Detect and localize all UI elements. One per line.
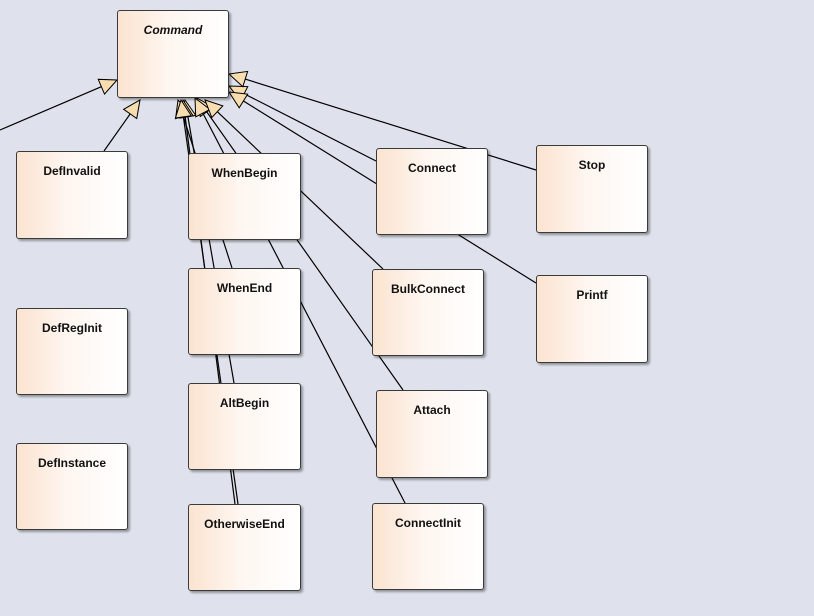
class-name: Stop xyxy=(578,158,606,172)
class-whenend[interactable]: WhenEnd xyxy=(188,268,301,355)
class-name: DefInvalid xyxy=(43,164,101,178)
class-command[interactable]: Command xyxy=(117,10,229,98)
edge-connectinit-arrowhead-icon xyxy=(194,96,211,118)
edge-offscreen-left-arrowhead-icon xyxy=(97,78,119,95)
class-bulkconnect[interactable]: BulkConnect xyxy=(372,269,484,356)
class-name: WhenBegin xyxy=(211,166,278,180)
class-defreginit[interactable]: DefRegInit xyxy=(16,308,128,395)
class-otherwiseend[interactable]: OtherwiseEnd xyxy=(188,504,301,591)
edge-definvalid-line xyxy=(103,113,131,152)
class-definstance[interactable]: DefInstance xyxy=(16,443,128,530)
class-name: Connect xyxy=(408,161,456,175)
class-name: DefRegInit xyxy=(42,321,102,335)
class-printf[interactable]: Printf xyxy=(536,275,648,363)
class-name: OtherwiseEnd xyxy=(204,517,285,531)
class-definvalid[interactable]: DefInvalid xyxy=(16,151,128,239)
class-whenbegin[interactable]: WhenBegin xyxy=(188,153,301,240)
class-attach[interactable]: Attach xyxy=(376,390,488,478)
edge-definvalid-arrowhead-icon xyxy=(122,99,141,120)
class-stop[interactable]: Stop xyxy=(536,145,648,233)
edge-otherwiseend-arrowhead-icon xyxy=(174,98,193,119)
class-name: Printf xyxy=(576,288,608,302)
class-altbegin[interactable]: AltBegin xyxy=(188,383,301,470)
class-name: DefInstance xyxy=(37,456,107,470)
edge-connect-line xyxy=(243,93,377,162)
class-connectinit[interactable]: ConnectInit xyxy=(372,503,484,590)
edge-printf-arrowhead-icon xyxy=(228,91,249,109)
class-name: AltBegin xyxy=(219,396,270,410)
class-connect[interactable]: Connect xyxy=(376,148,488,235)
edge-bulkconnect-arrowhead-icon xyxy=(204,99,224,119)
edge-stop-arrowhead-icon xyxy=(227,70,249,88)
class-name: Command xyxy=(143,23,203,37)
edge-offscreen-left-line xyxy=(0,86,102,131)
class-name: WhenEnd xyxy=(216,281,273,295)
class-name: Attach xyxy=(413,403,451,417)
class-name: ConnectInit xyxy=(395,516,461,530)
class-name: BulkConnect xyxy=(390,282,465,296)
